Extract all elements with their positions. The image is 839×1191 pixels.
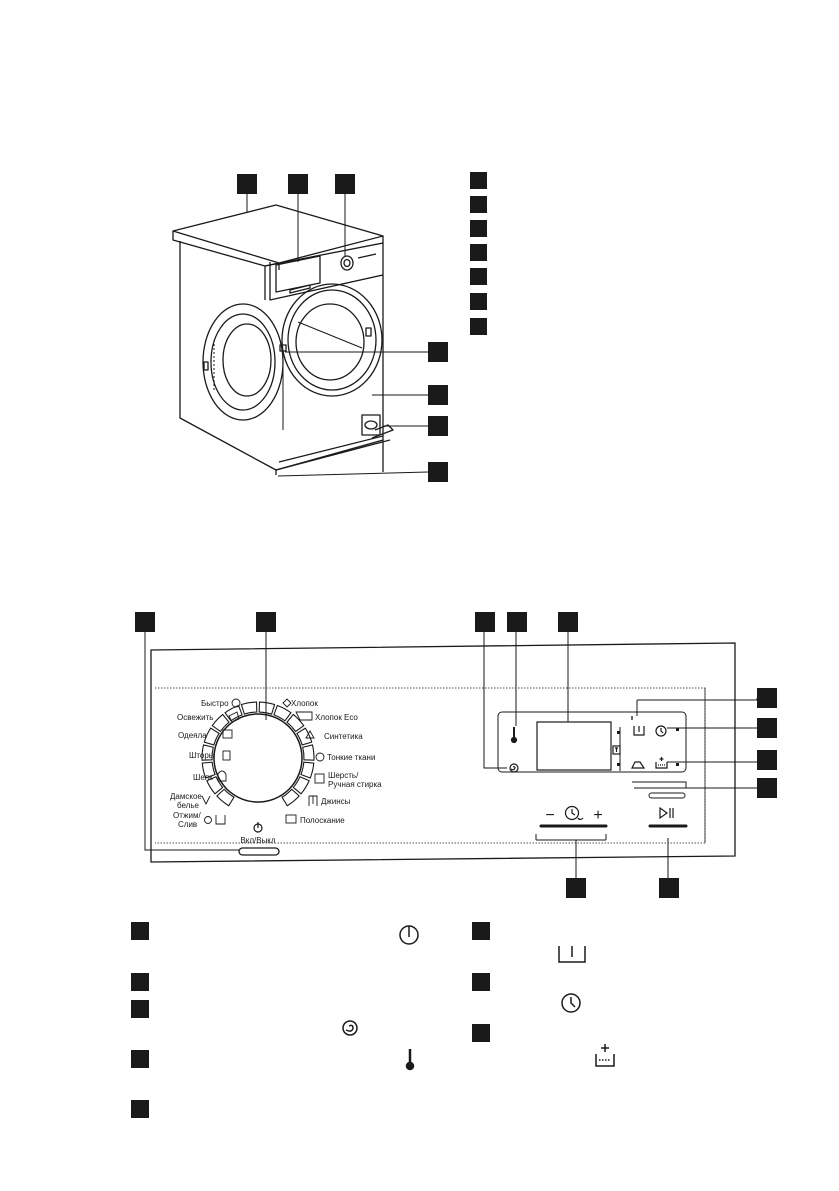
time-icon-small <box>612 745 621 755</box>
number-box <box>335 174 355 194</box>
dial-segment <box>302 744 315 761</box>
easy-iron-icon <box>631 761 646 769</box>
dial-segment <box>286 713 305 733</box>
delay-clock-icon <box>655 725 667 737</box>
dial-segment <box>201 744 214 761</box>
prog-osvezhit: Освежить <box>177 713 213 722</box>
prog-odeyala: Одеяла <box>178 731 207 740</box>
prog-tonkie: Тонкие ткани <box>327 753 375 762</box>
panel-number-boxes <box>135 612 777 898</box>
dial-segment <box>258 701 276 715</box>
thermometer-icon <box>510 727 518 744</box>
extra-rinse-icon <box>655 757 668 769</box>
panel-leader-lines <box>144 632 758 880</box>
spin-icon <box>509 763 519 773</box>
number-box <box>428 342 448 362</box>
power-label: Вкл/Выкл <box>240 836 275 845</box>
dial-segments <box>201 701 315 807</box>
prog-dzhinsy: Джинсы <box>321 797 351 806</box>
number-box <box>428 416 448 436</box>
prog-sherst-1: Шерсть/ <box>328 771 359 780</box>
legend-icons <box>342 925 615 1071</box>
prog-khlopok: Хлопок <box>291 699 318 708</box>
dial-segment <box>292 775 310 795</box>
dial-segment <box>201 761 216 779</box>
prog-poloskanie: Полоскание <box>300 816 345 825</box>
legend-delay-icon <box>561 993 581 1013</box>
legend-power-icon <box>399 925 419 945</box>
dial-segment <box>240 701 258 715</box>
time-manager-icon <box>564 805 584 821</box>
panel-icons <box>201 698 674 833</box>
dial-segment <box>211 713 230 733</box>
prog-damskoe-1: Дамское <box>170 792 202 801</box>
time-minus: − <box>545 807 554 824</box>
power-icon <box>253 822 263 833</box>
prog-bystro: Быстро <box>201 699 229 708</box>
dial-segment <box>206 775 224 795</box>
dial-segment <box>273 704 292 722</box>
programme-icons <box>201 698 325 825</box>
machine-leader-lines <box>246 193 429 477</box>
number-box <box>288 174 308 194</box>
programme-labels: Быстро Освежить Одеяла Шторы Шелк Дамско… <box>170 699 603 845</box>
machine-illustration <box>172 204 394 475</box>
panel-legend-boxes <box>131 922 490 1118</box>
dial-segment <box>203 727 220 746</box>
number-box <box>428 385 448 405</box>
prewash-tub-icon <box>633 726 645 736</box>
legend-thermometer-icon <box>405 1049 415 1071</box>
dial-segment <box>224 704 243 722</box>
prog-sherst-2: Ручная стирка <box>328 780 382 789</box>
legend-spin-icon <box>342 1020 358 1036</box>
dial-segment <box>216 788 235 807</box>
prog-shelk: Шелк <box>193 773 213 782</box>
number-box <box>237 174 257 194</box>
legend-rinse-icon <box>595 1044 615 1067</box>
machine-number-boxes <box>237 174 448 482</box>
number-box <box>428 462 448 482</box>
prog-otzhim-2: Слив <box>178 820 197 829</box>
legend-prewash-icon <box>558 946 586 963</box>
prog-khlopok-eco: Хлопок Eco <box>315 713 358 722</box>
prog-sintetika: Синтетика <box>324 732 363 741</box>
prog-otzhim-1: Отжим/ <box>173 811 201 820</box>
time-plus: + <box>593 807 602 824</box>
dial-segment <box>300 761 315 779</box>
control-panel <box>150 642 736 863</box>
prog-damskoe-2: белье <box>177 801 200 810</box>
indicator-leds <box>617 728 679 766</box>
prog-shtory: Шторы <box>189 751 215 760</box>
machine-legend-boxes <box>470 172 487 335</box>
dial-segment <box>281 788 300 807</box>
start-pause-icon <box>659 806 674 820</box>
dial-segment <box>296 727 313 746</box>
